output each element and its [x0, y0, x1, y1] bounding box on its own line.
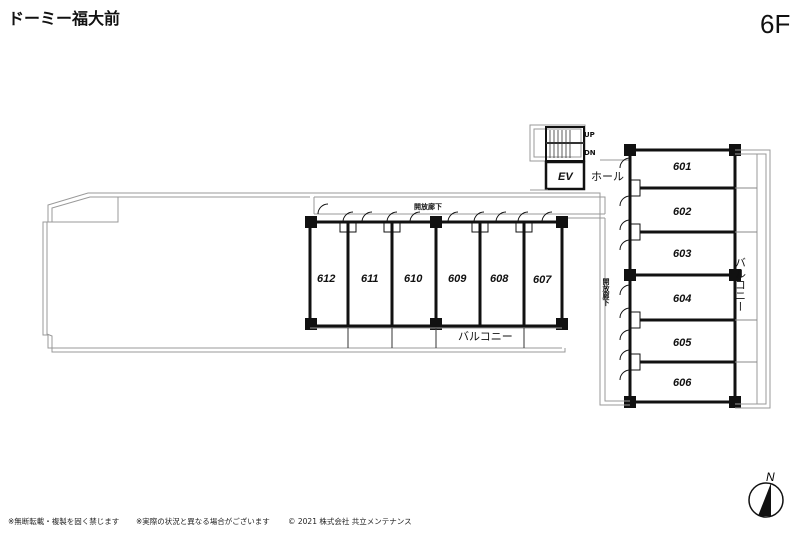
compass-icon: N: [748, 470, 784, 518]
footer-notice-2: ※実際の状況と異なる場合がございます: [136, 516, 270, 526]
corridor-top: 開放廊下: [314, 202, 605, 219]
unit-610: 610: [404, 273, 423, 285]
right-unit-numbers: 601 602 603 604 605 606: [673, 161, 692, 389]
unit-612: 612: [317, 273, 335, 285]
unit-607: 607: [533, 274, 552, 286]
left-units: バルコニー: [305, 203, 568, 349]
roof-area-outline: [42, 192, 606, 353]
elevator-label: EV: [558, 171, 574, 183]
hall-label: ホール: [591, 170, 624, 183]
footer: ※無断転載・複製を固く禁じます ※実際の状況と異なる場合がございます © 202…: [8, 516, 412, 526]
balcony-label-right: バルコニー: [734, 257, 747, 312]
elevator: EV: [544, 160, 586, 191]
unit-606: 606: [673, 377, 692, 389]
unit-601: 601: [673, 161, 691, 173]
stairs: UP DN: [529, 124, 596, 162]
unit-605: 605: [673, 337, 692, 349]
balcony-label-left: バルコニー: [458, 330, 513, 343]
left-unit-numbers: 612 611 610 609 608 607: [317, 273, 552, 286]
floor-label: 6F: [760, 9, 790, 39]
stairs-up-label: UP: [584, 131, 595, 139]
compass-north: N: [766, 470, 775, 484]
unit-609: 609: [448, 273, 467, 285]
building-name: ドーミー福大前: [8, 9, 120, 28]
unit-604: 604: [673, 293, 691, 305]
corridor-label-side: 開放廊下: [602, 277, 611, 307]
footer-notice-1: ※無断転載・複製を固く禁じます: [8, 516, 119, 526]
unit-611: 611: [361, 273, 379, 285]
unit-602: 602: [673, 206, 691, 218]
unit-603: 603: [673, 248, 691, 260]
corridor-label-top: 開放廊下: [414, 202, 442, 211]
footer-copyright: © 2021 株式会社 共立メンテナンス: [288, 516, 412, 526]
unit-608: 608: [490, 273, 509, 285]
right-units: 開放廊下 バルコニー: [599, 144, 771, 409]
stairs-down-label: DN: [584, 149, 596, 157]
